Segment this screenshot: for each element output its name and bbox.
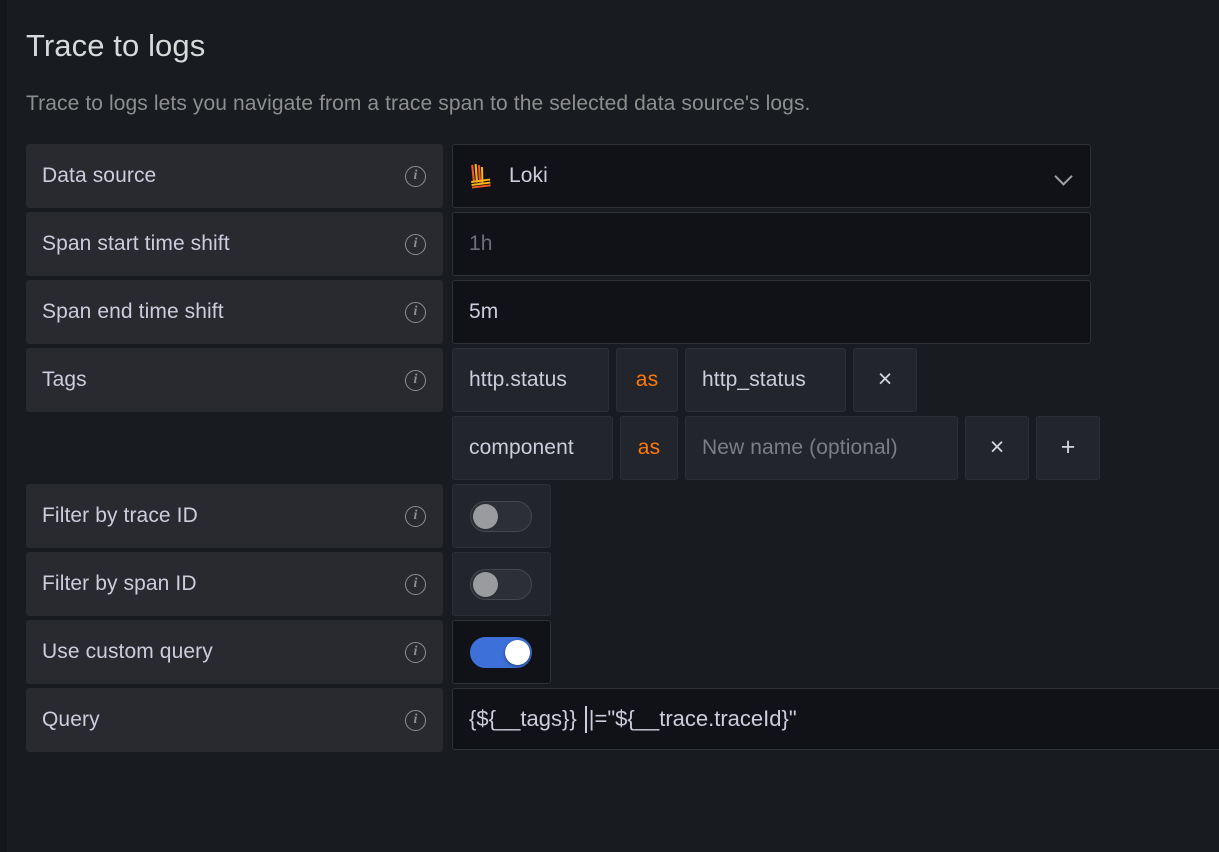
left-edge-rail (0, 0, 7, 852)
row-span-start-time-shift: Span start time shift i 1h (26, 212, 1219, 276)
info-icon[interactable]: i (405, 641, 426, 663)
control-tags-row-1: component as New name (optional) × + (452, 416, 1100, 480)
tag-value-input[interactable]: New name (optional) (685, 416, 958, 480)
query-text-after-caret: |="${__trace.traceId}" (588, 706, 797, 731)
toggle-knob (473, 571, 498, 597)
label-query: Query i (26, 688, 443, 752)
label-tags-spacer (26, 416, 443, 480)
row-span-end-time-shift: Span end time shift i 5m (26, 280, 1219, 344)
row-filter-by-span-id: Filter by span ID i (26, 552, 1219, 616)
row-tags-second: component as New name (optional) × + (26, 416, 1219, 480)
close-icon: × (989, 432, 1005, 461)
tag-row: component as New name (optional) × + (452, 416, 1100, 480)
tag-remove-button[interactable]: × (853, 348, 917, 412)
tag-row: http.status as http_status × (452, 348, 917, 412)
label-filter-by-trace-id-text: Filter by trace ID (42, 504, 198, 527)
row-data-source: Data source i (26, 144, 1219, 208)
label-tags: Tags i (26, 348, 443, 412)
use-custom-query-toggle-cell[interactable] (452, 620, 551, 684)
label-span-start-time-shift-text: Span start time shift (42, 232, 230, 255)
info-icon[interactable]: i (405, 709, 426, 731)
plus-icon: + (1060, 432, 1076, 461)
data-source-picker[interactable]: Loki (452, 144, 1091, 208)
query-text-before-caret: {${__tags}} (469, 706, 583, 731)
label-use-custom-query-text: Use custom query (42, 640, 213, 663)
data-source-value: Loki (509, 164, 548, 187)
control-use-custom-query (452, 620, 551, 684)
info-icon[interactable]: i (405, 233, 426, 255)
info-icon[interactable]: i (405, 165, 426, 187)
filter-by-trace-id-toggle-cell[interactable] (452, 484, 551, 548)
row-query: Query i {${__tags}} |="${__trace.traceId… (26, 688, 1219, 752)
page-title: Trace to logs (26, 28, 206, 63)
toggle-knob (473, 503, 498, 529)
tag-as-label: as (620, 416, 678, 480)
settings-form: Data source i (26, 144, 1219, 752)
text-cursor (584, 705, 587, 733)
control-filter-by-span-id (452, 552, 551, 616)
filter-by-span-id-toggle-cell[interactable] (452, 552, 551, 616)
control-query: {${__tags}} |="${__trace.traceId}" (452, 688, 1219, 750)
settings-content: Trace to logs Trace to logs lets you nav… (7, 0, 1219, 852)
info-icon[interactable]: i (405, 505, 426, 527)
chevron-down-icon[interactable] (1056, 168, 1072, 184)
row-filter-by-trace-id: Filter by trace ID i (26, 484, 1219, 548)
toggle-knob (505, 639, 530, 665)
filter-by-span-id-toggle[interactable] (470, 568, 532, 600)
span-start-time-shift-input[interactable]: 1h (452, 212, 1091, 276)
close-icon: × (877, 364, 893, 393)
control-tags-row-0: http.status as http_status × (452, 348, 917, 412)
label-query-text: Query (42, 708, 100, 731)
label-filter-by-span-id-text: Filter by span ID (42, 572, 197, 595)
tag-as-label: as (616, 348, 678, 412)
control-span-start-time-shift: 1h (452, 212, 1091, 276)
info-icon[interactable]: i (405, 301, 426, 323)
use-custom-query-toggle[interactable] (470, 636, 532, 668)
label-filter-by-trace-id: Filter by trace ID i (26, 484, 443, 548)
query-input[interactable]: {${__tags}} |="${__trace.traceId}" (452, 688, 1219, 750)
label-span-start-time-shift: Span start time shift i (26, 212, 443, 276)
label-filter-by-span-id: Filter by span ID i (26, 552, 443, 616)
control-span-end-time-shift: 5m (452, 280, 1091, 344)
loki-logo-icon (469, 163, 493, 189)
tag-key-input[interactable]: component (452, 416, 613, 480)
control-data-source: Loki (452, 144, 1091, 208)
label-tags-text: Tags (42, 368, 87, 391)
info-icon[interactable]: i (405, 573, 426, 595)
label-span-end-time-shift-text: Span end time shift (42, 300, 224, 323)
label-data-source-text: Data source (42, 164, 157, 187)
info-icon[interactable]: i (405, 369, 426, 391)
page-description: Trace to logs lets you navigate from a t… (26, 92, 811, 115)
tag-key-input[interactable]: http.status (452, 348, 609, 412)
tag-add-button[interactable]: + (1036, 416, 1100, 480)
control-filter-by-trace-id (452, 484, 551, 548)
tag-value-input[interactable]: http_status (685, 348, 846, 412)
label-span-end-time-shift: Span end time shift i (26, 280, 443, 344)
tag-remove-button[interactable]: × (965, 416, 1029, 480)
label-use-custom-query: Use custom query i (26, 620, 443, 684)
filter-by-trace-id-toggle[interactable] (470, 500, 532, 532)
row-use-custom-query: Use custom query i (26, 620, 1219, 684)
span-end-time-shift-input[interactable]: 5m (452, 280, 1091, 344)
label-data-source: Data source i (26, 144, 443, 208)
row-tags: Tags i http.status as http_status × (26, 348, 1219, 412)
